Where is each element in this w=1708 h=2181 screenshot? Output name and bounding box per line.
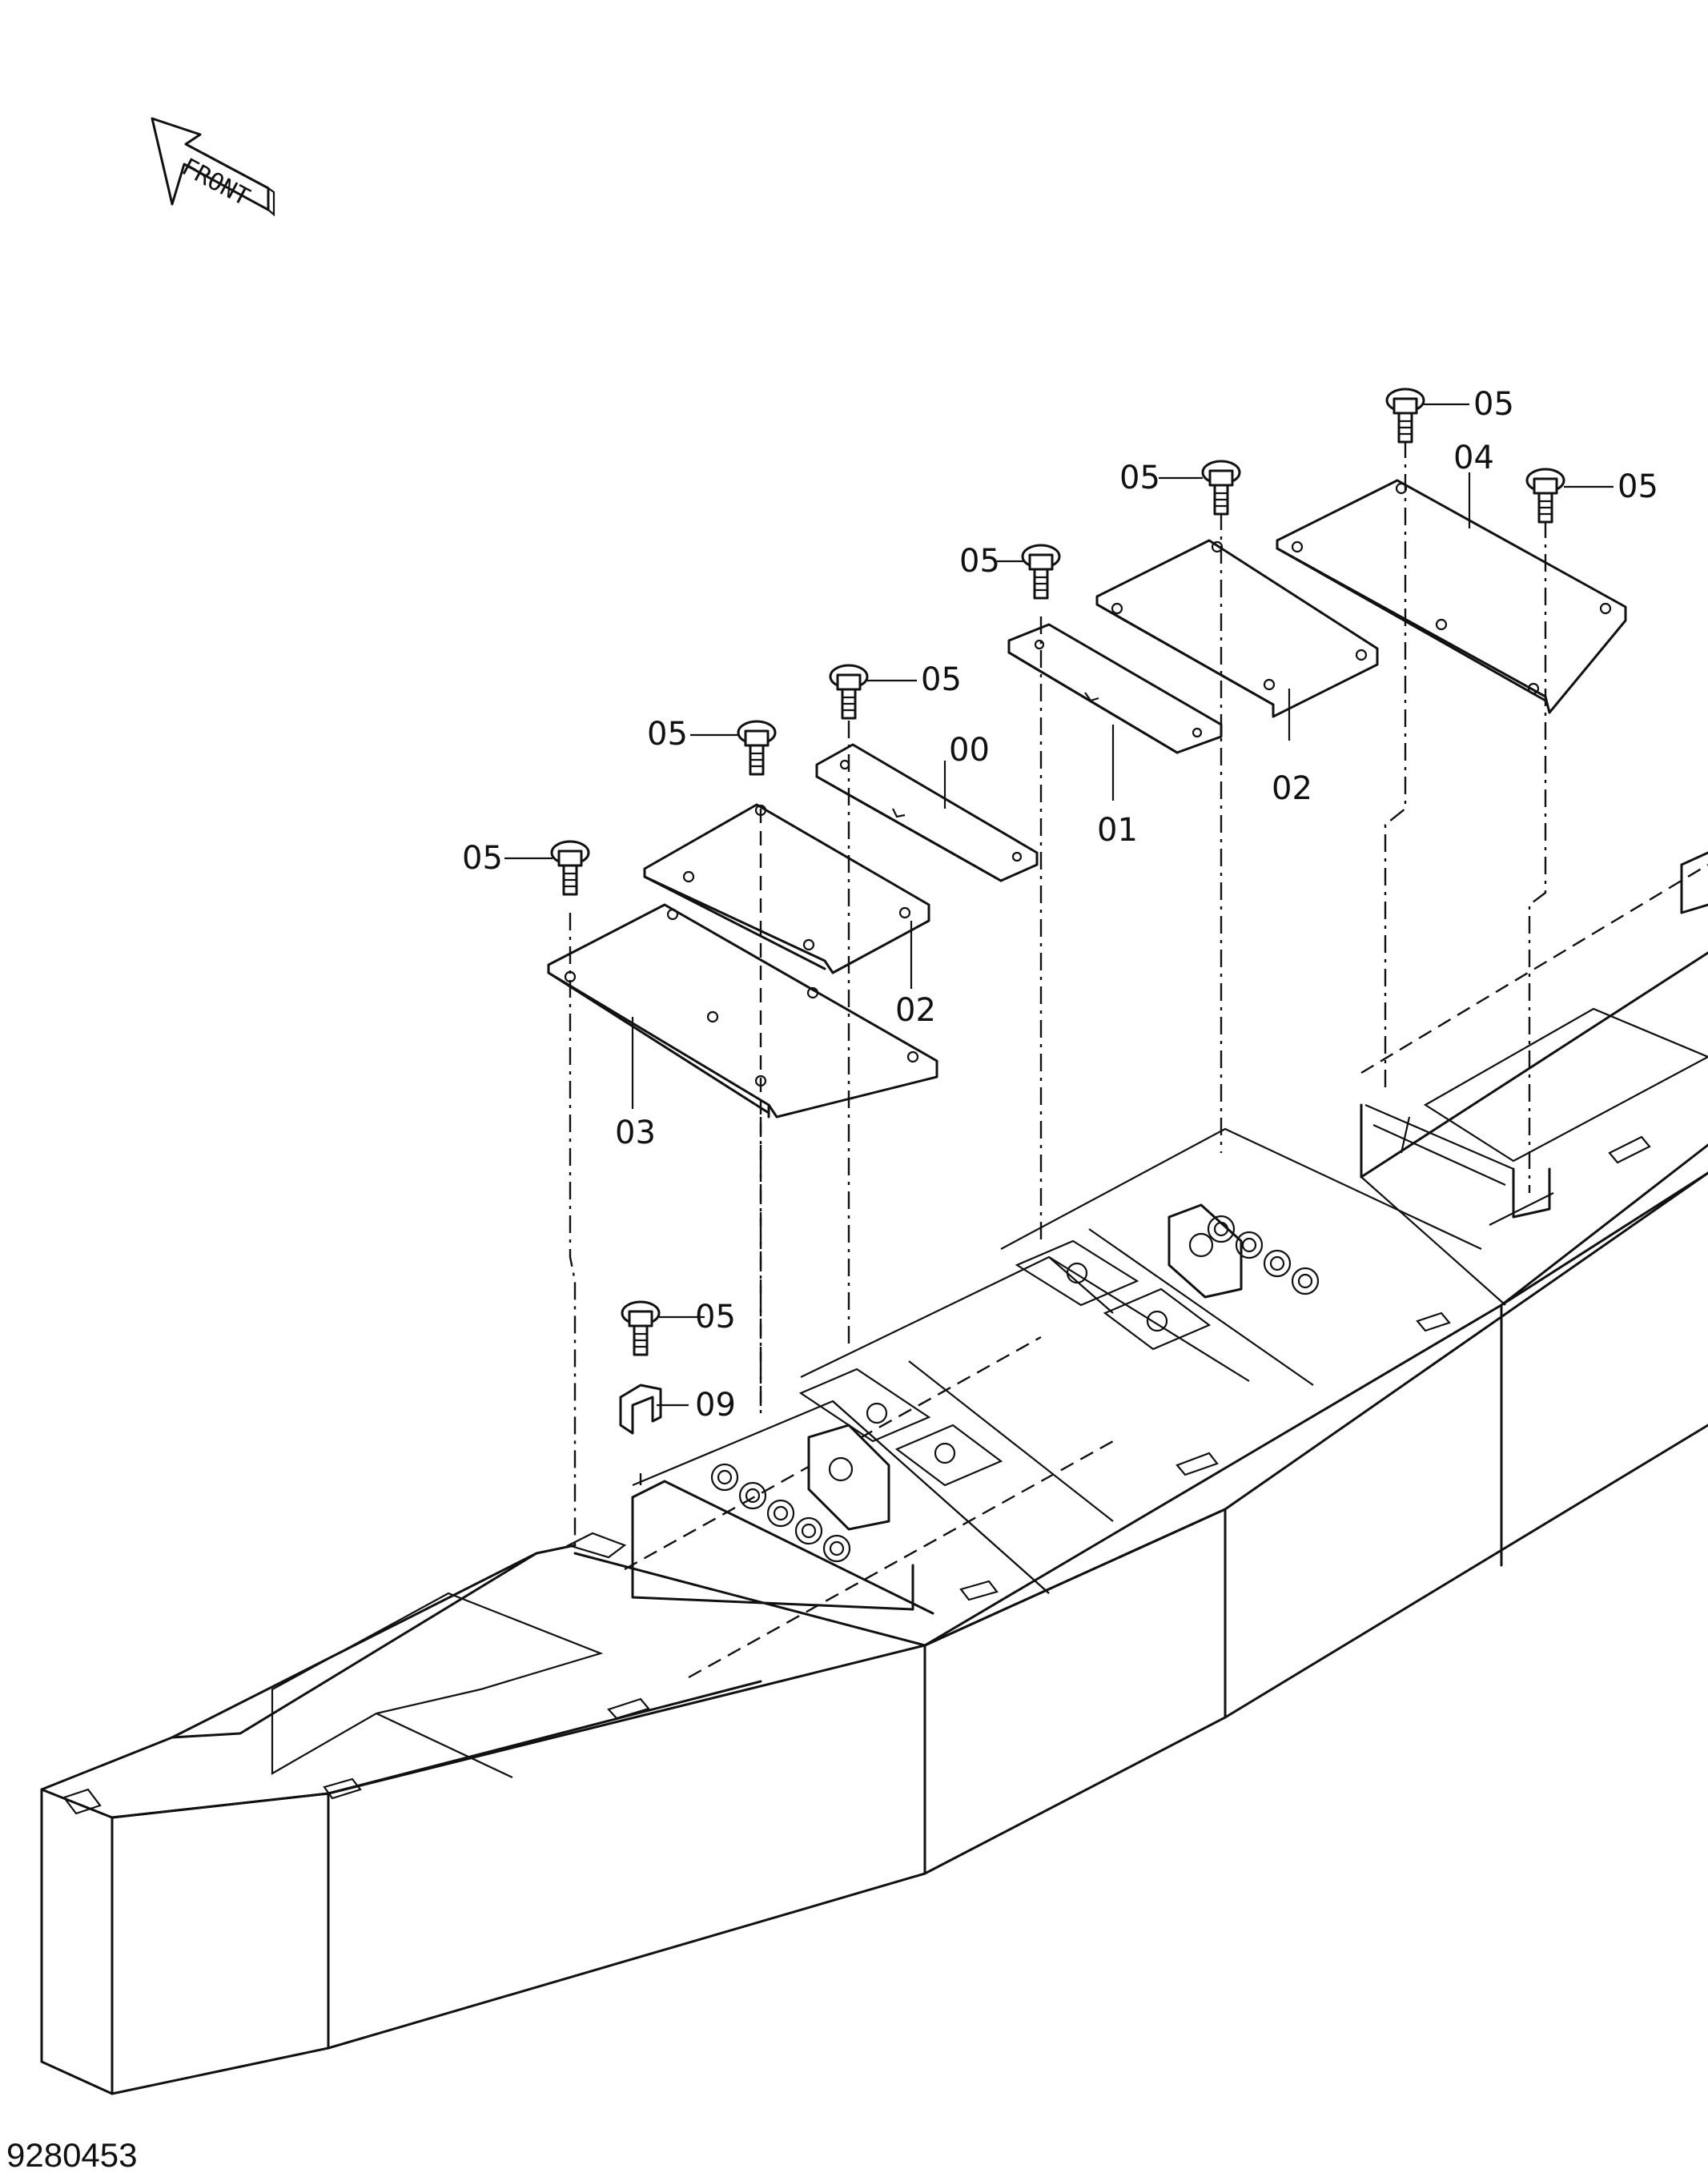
bolt-icon (737, 720, 777, 776)
bolt-icon (829, 664, 869, 720)
cover-plate-01 (1007, 623, 1223, 754)
callout-05: 05 (647, 716, 688, 753)
callout-05: 05 (462, 840, 503, 877)
drawing-number: 9280453 (6, 2136, 138, 2174)
leader-lines (504, 403, 1614, 1407)
callout-05: 05 (921, 661, 962, 698)
bolt-icon (621, 1300, 661, 1356)
front-arrow: FRONT (151, 117, 275, 217)
callouts: 05 05 05 05 05 05 05 05 09 03 02 00 01 0… (462, 386, 1658, 1424)
callout-02: 02 (895, 992, 936, 1029)
cover-plate-02-left (643, 803, 930, 974)
clip-09 (619, 1384, 662, 1435)
front-bracket-holes (710, 1463, 851, 1563)
bolt-icon (1201, 460, 1241, 516)
rear-bracket-holes (1207, 1215, 1320, 1295)
cover-plate-00 (815, 743, 1039, 882)
callout-05: 05 (1119, 460, 1160, 496)
cover-plate-02-right (1095, 539, 1379, 718)
callout-05: 05 (1473, 386, 1514, 423)
callout-03: 03 (615, 1115, 656, 1151)
callout-09: 09 (695, 1387, 736, 1424)
bolts (550, 388, 1565, 1356)
bolt-icon (550, 840, 590, 896)
bolt-icon (1525, 468, 1565, 524)
bolt-icon (1021, 544, 1061, 600)
frame-body (40, 851, 1708, 2095)
callout-05: 05 (695, 1299, 736, 1336)
callout-05: 05 (959, 543, 1000, 580)
callout-00: 00 (949, 732, 990, 769)
cover-plate-03 (547, 903, 938, 1119)
bolt-icon (1385, 388, 1425, 444)
assembly-lines (569, 440, 1547, 1545)
cover-plate-04 (1276, 479, 1627, 714)
callout-04: 04 (1453, 440, 1494, 476)
front-arrow-label: FRONT (177, 153, 254, 211)
callout-01: 01 (1097, 812, 1138, 849)
callout-05: 05 (1618, 468, 1658, 505)
callout-02: 02 (1272, 770, 1312, 807)
